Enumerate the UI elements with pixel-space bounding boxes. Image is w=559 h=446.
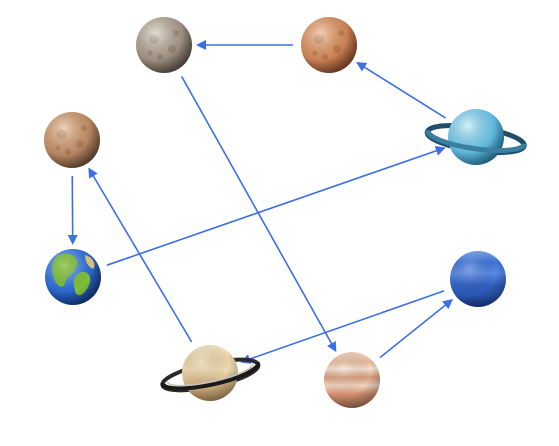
arrow-mercury-to-jupiter [180, 76, 337, 353]
mars-icon [44, 112, 100, 168]
saturn-icon [160, 345, 261, 401]
mercury-icon [136, 17, 192, 73]
uranus-icon [424, 109, 527, 165]
neptune-icon [450, 251, 506, 307]
venus-icon [301, 17, 357, 73]
earth-icon [45, 249, 101, 305]
arrow-jupiter-to-neptune [379, 299, 454, 359]
planet-layer [44, 17, 527, 408]
arrow-uranus-to-venus [356, 61, 446, 119]
jupiter-icon [324, 352, 380, 408]
arrow-saturn-to-mars [88, 167, 193, 343]
arrow-earth-to-uranus [106, 146, 446, 266]
arrow-layer [67, 40, 454, 364]
arrow-neptune-to-saturn [240, 290, 445, 364]
